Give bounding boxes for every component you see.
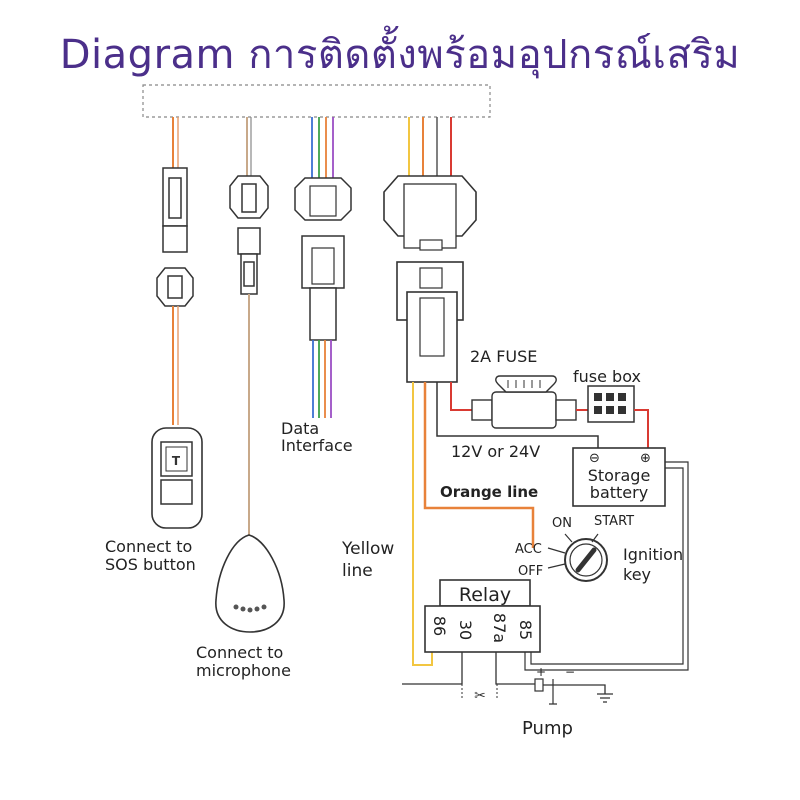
fuse-box-label: fuse box [573,367,641,386]
pump [534,678,613,705]
fuse-to-battery-wire [634,409,649,448]
data-interface-label-2: Interface [281,436,353,455]
relay [424,579,541,653]
power-harness [383,117,477,383]
battery-relay-wire [524,461,689,671]
microphone [215,534,285,633]
connect-sos-label-1: Connect to [105,537,192,556]
yellow-wire [412,382,433,666]
connect-mic-label-1: Connect to [196,643,283,662]
yellow-line-label-1: Yellow [341,539,394,559]
fuse-label: 2A FUSE [470,347,537,366]
start-label: START [594,514,634,529]
pump-label: Pump [522,718,573,739]
connect-mic-label-2: microphone [196,661,291,680]
svg-text:T: T [172,454,181,468]
sos-harness [156,117,194,425]
pump-minus: − [565,665,575,679]
relay-87a-wire [495,652,535,685]
diagram-title: Diagram การติดตั้งพร้อมอุปกรณ์เสริม [59,32,741,78]
ignition-label-1: Ignition [623,545,683,564]
relay-pin-87a: 87a [490,613,509,643]
fuse [471,375,577,429]
orange-line-label: Orange line [440,483,538,501]
voltage-label: 12V or 24V [451,442,540,461]
battery-label-2: battery [590,483,648,502]
battery-minus: ⊖ [589,451,600,466]
relay-label: Relay [459,584,511,606]
relay-pin-85: 85 [516,620,535,640]
mic-harness [229,117,269,535]
off-label: OFF [518,564,543,579]
orange-wire [423,382,535,548]
pump-plus: + [536,665,546,679]
red-wire [450,382,472,411]
data-interface-label-1: Data [281,419,319,438]
sos-button: T [151,427,203,529]
ignition-label-2: key [623,565,651,584]
device-box [142,84,491,118]
relay-pin-30: 30 [456,620,475,640]
ground-wire [436,382,599,448]
ground-icon [597,693,613,703]
ignition-key [547,533,608,582]
battery-label-1: Storage [588,466,651,485]
acc-label: ACC [515,542,542,557]
fuse-box [587,385,635,423]
connect-sos-label-2: SOS button [105,555,196,574]
on-label: ON [552,516,572,531]
scissors-icon: ✂ [474,688,486,704]
storage-battery [572,447,666,507]
data-interface-harness [294,117,352,418]
yellow-line-label-2: line [342,561,373,581]
battery-plus: ⊕ [640,451,651,466]
relay-pin-86: 86 [430,616,449,636]
